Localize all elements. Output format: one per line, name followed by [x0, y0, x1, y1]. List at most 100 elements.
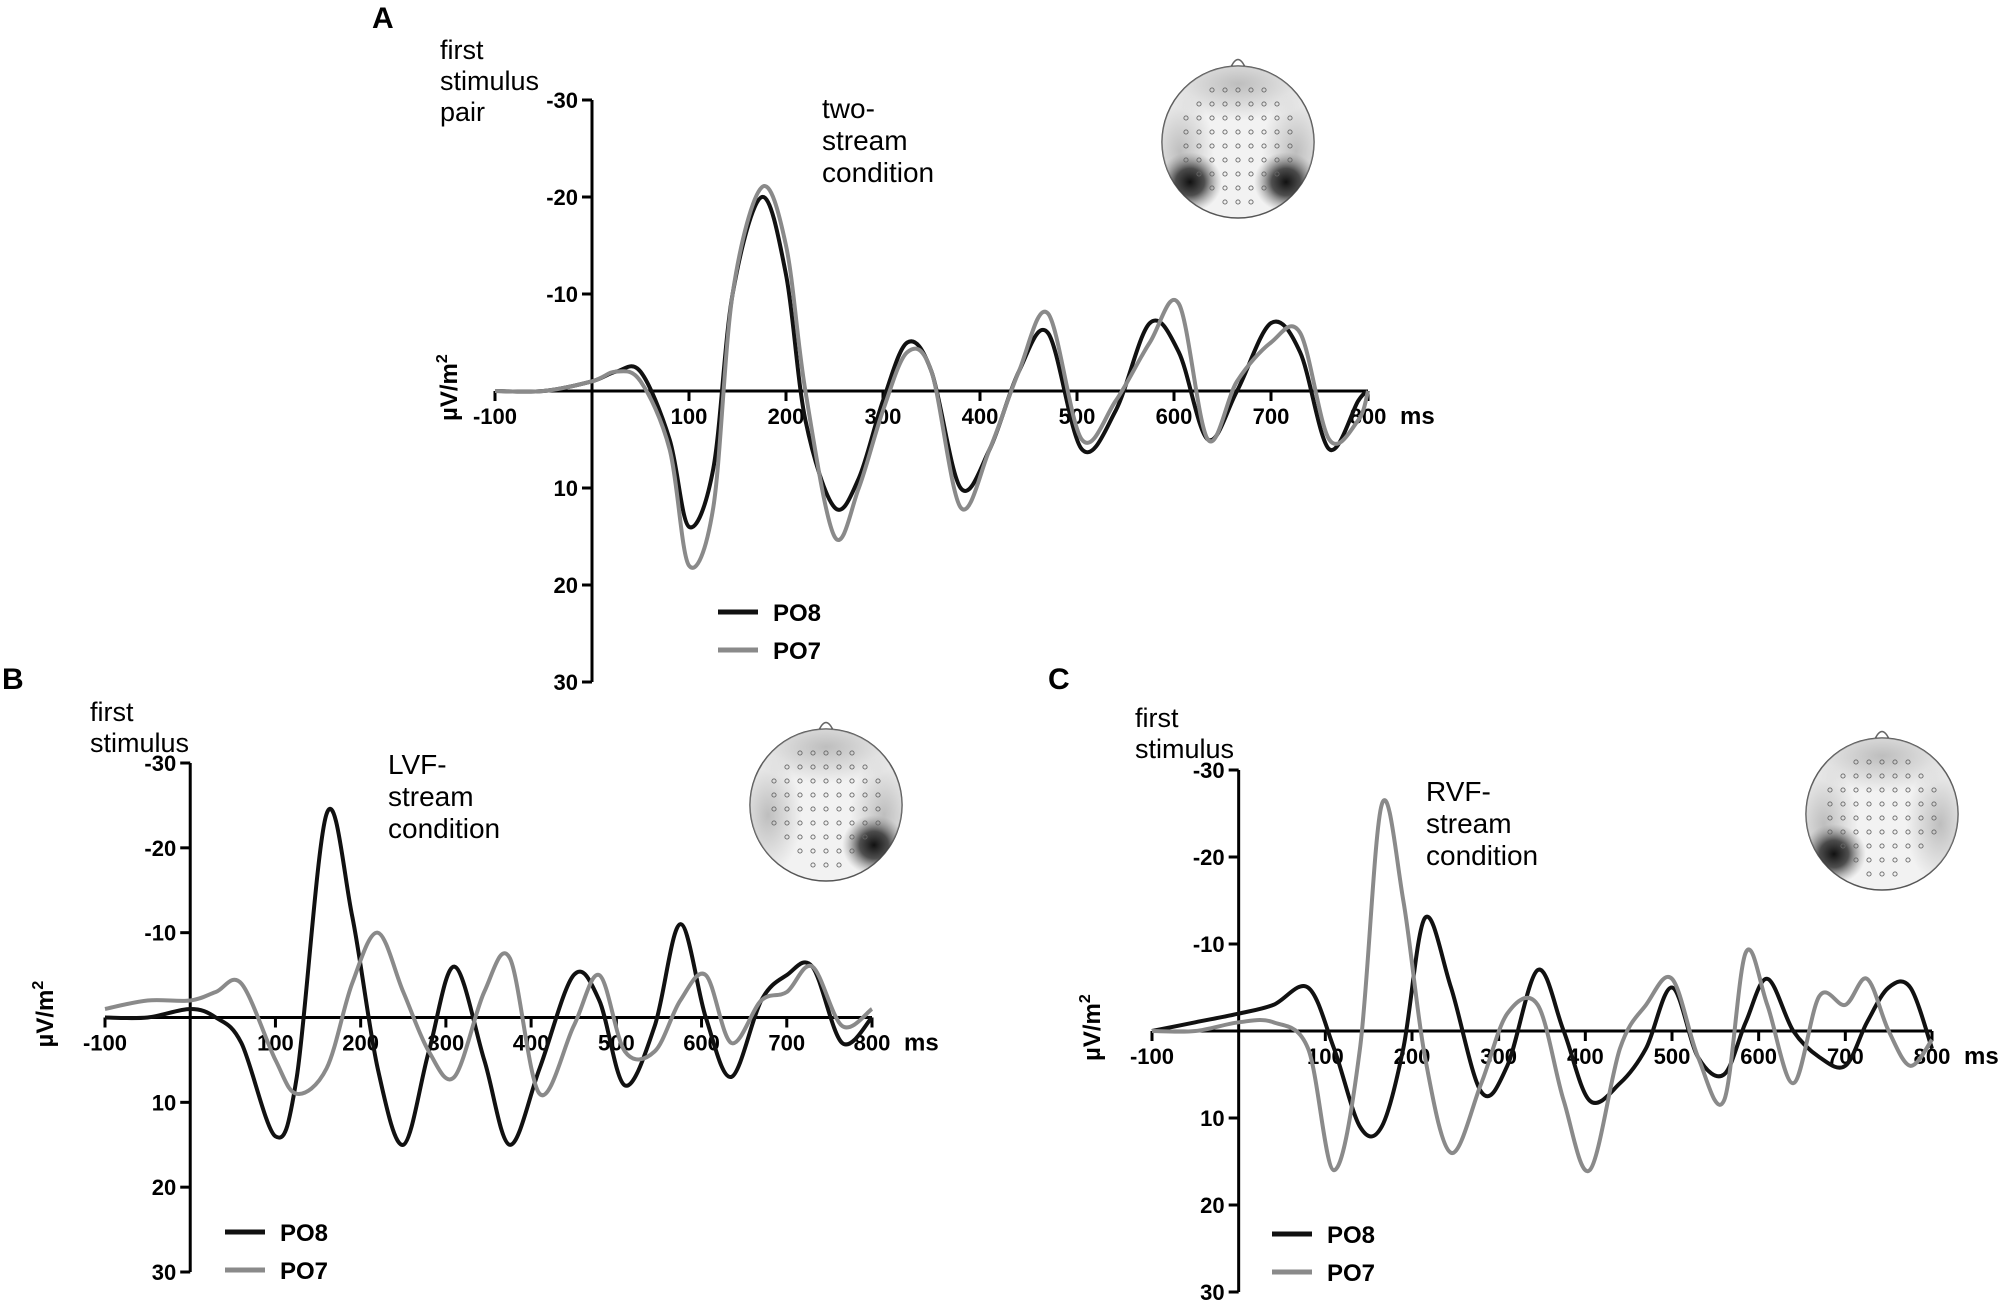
electrode: [1183, 143, 1189, 149]
electrode: [1840, 787, 1846, 793]
electrode: [1183, 129, 1189, 135]
electrode: [1248, 171, 1254, 177]
electrode: [1918, 815, 1924, 821]
y-tick-label: -30: [1193, 758, 1225, 783]
electrode: [1235, 171, 1241, 177]
electrode: [875, 820, 881, 826]
electrode: [797, 750, 803, 756]
electrode: [875, 778, 881, 784]
electrode: [1261, 171, 1267, 177]
y-axis-label: µV/m2: [30, 981, 59, 1048]
x-tick-label: -100: [83, 1031, 127, 1056]
y-tick-label: 30: [554, 670, 578, 695]
electrode: [1892, 815, 1898, 821]
x-tick-label: 600: [1156, 404, 1193, 429]
series-line-po7: [104, 930, 874, 1098]
y-tick-label: -30: [546, 88, 578, 113]
scalp-map: [1805, 730, 1959, 891]
legend-label: PO7: [280, 1258, 328, 1285]
electrode: [836, 848, 842, 854]
electrode: [849, 820, 855, 826]
y-tick-label: -30: [144, 751, 176, 776]
electrode: [784, 806, 790, 812]
y-tick-label: 10: [1200, 1106, 1224, 1131]
electrode: [797, 764, 803, 770]
electrode: [1931, 815, 1937, 821]
nose-marker: [818, 721, 834, 731]
electrode: [836, 792, 842, 798]
electrode: [771, 792, 777, 798]
electrode: [1248, 87, 1254, 93]
electrode: [1905, 759, 1911, 765]
electrode: [771, 806, 777, 812]
electrode: [797, 834, 803, 840]
panel-title: first stimulus pair: [440, 35, 540, 127]
electrode: [1261, 101, 1267, 107]
electrode: [1248, 157, 1254, 163]
electrode: [836, 862, 842, 868]
nose-marker: [1230, 58, 1246, 68]
electrode: [862, 834, 868, 840]
electrode: [810, 806, 816, 812]
electrode: [849, 778, 855, 784]
x-unit-label: ms: [904, 1030, 939, 1057]
electrode: [1274, 101, 1280, 107]
legend-label: PO8: [773, 600, 821, 627]
electrode: [849, 848, 855, 854]
electrode: [1879, 759, 1885, 765]
x-tick-label: 100: [671, 404, 708, 429]
electrode: [1209, 185, 1215, 191]
electrode: [1261, 143, 1267, 149]
electrode: [1235, 101, 1241, 107]
electrode: [1853, 843, 1859, 849]
electrode: [1905, 773, 1911, 779]
electrode: [862, 806, 868, 812]
electrode: [1274, 129, 1280, 135]
electrode: [1209, 129, 1215, 135]
y-tick-label: 10: [152, 1090, 176, 1115]
electrode: [849, 750, 855, 756]
electrode: [1235, 199, 1241, 205]
electrode: [1853, 787, 1859, 793]
electrode: [1209, 143, 1215, 149]
electrode: [1222, 157, 1228, 163]
electrode: [1866, 829, 1872, 835]
y-axis-label: µV/m2: [1077, 994, 1106, 1061]
panel-label: B: [2, 663, 24, 696]
electrode: [836, 806, 842, 812]
x-tick-label: 400: [513, 1031, 550, 1056]
electrode: [836, 778, 842, 784]
electrode: [1840, 801, 1846, 807]
electrode: [836, 750, 842, 756]
electrode: [784, 820, 790, 826]
electrode: [797, 820, 803, 826]
electrode: [797, 806, 803, 812]
electrode: [1209, 115, 1215, 121]
electrode: [1209, 171, 1215, 177]
series-line-po8: [1151, 914, 1934, 1139]
electrode: [1931, 801, 1937, 807]
electrode: [823, 862, 829, 868]
electrode: [1853, 857, 1859, 863]
electrode: [1892, 801, 1898, 807]
electrode: [1274, 115, 1280, 121]
electrode: [810, 750, 816, 756]
electrode: [1853, 773, 1859, 779]
x-tick-label: 700: [1253, 404, 1290, 429]
electrode: [1853, 759, 1859, 765]
condition-label: RVF-stream condition: [1426, 776, 1539, 871]
electrode: [849, 806, 855, 812]
electrode: [810, 764, 816, 770]
electrode: [1235, 129, 1241, 135]
electrode: [1905, 843, 1911, 849]
electrode: [823, 820, 829, 826]
electrode: [1918, 843, 1924, 849]
electrode: [810, 848, 816, 854]
electrode: [784, 778, 790, 784]
electrode: [1827, 801, 1833, 807]
electrode: [1853, 815, 1859, 821]
electrode: [1196, 115, 1202, 121]
